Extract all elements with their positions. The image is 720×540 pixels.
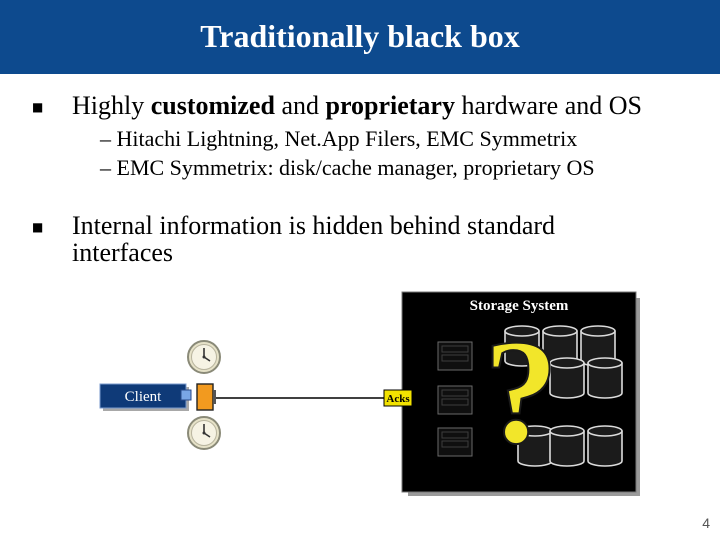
connector-icon xyxy=(196,383,214,411)
disk-icon xyxy=(587,425,623,467)
cache-module xyxy=(437,341,473,371)
sub-bullet-2: – EMC Symmetrix: disk/cache manager, pro… xyxy=(100,155,595,180)
client-box xyxy=(99,383,187,409)
title-bar xyxy=(0,0,720,74)
cache-module xyxy=(437,385,473,415)
bullet-marker: ■ xyxy=(32,100,44,114)
bullet-1: Highly customized and proprietary hardwa… xyxy=(72,91,642,120)
clock-icon xyxy=(187,416,221,450)
storage-system-label: Storage System xyxy=(470,298,569,314)
bullet-2-line-1: Internal information is hidden behind st… xyxy=(72,211,556,240)
disk-icon xyxy=(587,357,623,399)
connector-tip xyxy=(213,390,216,404)
slide-title: Traditionally black box xyxy=(200,18,520,54)
acks-box xyxy=(383,389,413,407)
cache-module xyxy=(437,427,473,457)
sub-bullet-1: – Hitachi Lightning, Net.App Filers, EMC… xyxy=(100,126,578,151)
acks-label: Acks xyxy=(386,393,410,405)
page-number: 4 xyxy=(702,515,710,531)
client-port-icon xyxy=(180,389,192,401)
bullet-2-line-2: interfaces xyxy=(72,238,174,267)
client-label: Client xyxy=(125,389,162,405)
clock-icon xyxy=(187,340,221,374)
bullet-marker: ■ xyxy=(32,220,44,234)
question-mark-icon: ? xyxy=(484,309,559,475)
